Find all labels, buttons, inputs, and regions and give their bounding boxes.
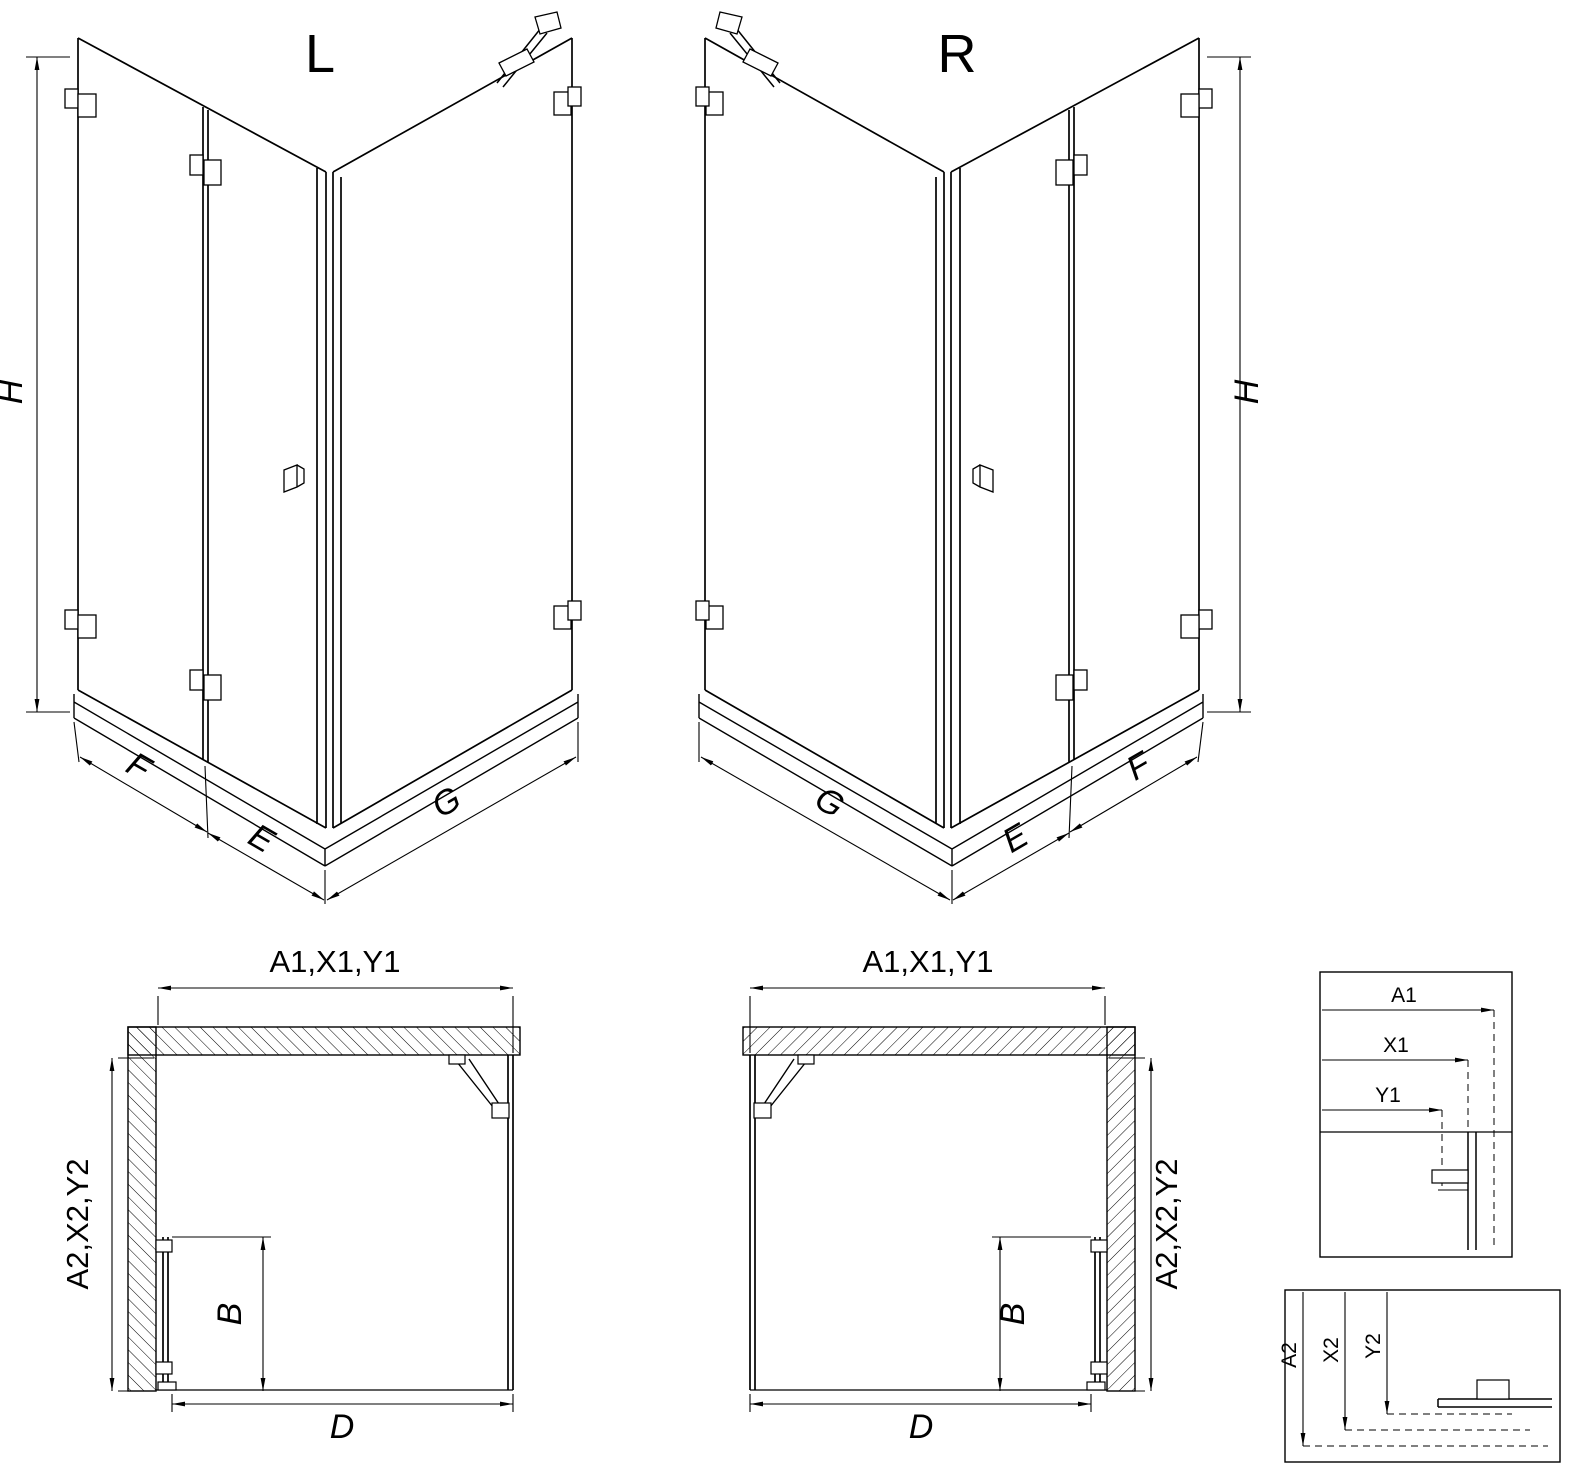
version-label-right: R xyxy=(938,24,977,84)
plan-view-left-geometry xyxy=(109,985,521,1412)
plan-brace-glass-clamp xyxy=(491,1102,510,1119)
dim-label-h-left: H xyxy=(0,379,30,404)
inset-bottom-glass-profile xyxy=(1437,1398,1552,1408)
dim-label-y1-inset: Y1 xyxy=(1375,1084,1401,1107)
dim-label-x2-inset: X2 xyxy=(1320,1337,1343,1363)
support-brace-glass-clamp xyxy=(498,48,535,77)
iso-view-left-geometry xyxy=(26,11,582,904)
support-brace-wall-mount xyxy=(534,11,562,35)
plan-view-right-geometry xyxy=(743,988,1151,1412)
dim-label-a1x1y1-right: A1,X1,Y1 xyxy=(863,944,994,979)
inset-bottom-labels: A2 X2 Y2 xyxy=(1278,1333,1385,1368)
dim-label-b-right: B xyxy=(994,1303,1032,1326)
door-handle xyxy=(283,464,305,493)
inset-bottom-bracket xyxy=(1476,1379,1510,1400)
glass-panel-outline xyxy=(77,37,573,829)
dim-label-a1x1y1-left: A1,X1,Y1 xyxy=(270,944,401,979)
inset-top-bracket xyxy=(1431,1169,1469,1184)
iso-view-right-labels: R H G E F xyxy=(809,24,1266,861)
plan-glass-lines xyxy=(162,1055,514,1390)
dim-label-e-right: E xyxy=(996,816,1035,860)
dim-label-f-right: F xyxy=(1120,744,1159,788)
version-label-left: L xyxy=(305,24,335,84)
dim-label-a2-inset: A2 xyxy=(1278,1342,1301,1368)
inset-top-detail: A1 X1 Y1 xyxy=(1319,971,1513,1258)
dim-label-f-left: F xyxy=(120,745,159,789)
plan-dim-extensions xyxy=(118,996,514,1412)
dim-label-e-left: E xyxy=(242,816,281,860)
inset-bottom-dashed-refs xyxy=(1303,1413,1548,1447)
dim-label-d-right: D xyxy=(909,1408,934,1446)
inset-bottom-dim-lines xyxy=(1300,1292,1390,1446)
plan-view-left-labels: A1,X1,Y1 A2,X2,Y2 B D xyxy=(60,944,400,1446)
plan-door-hardware xyxy=(155,1239,177,1391)
dim-label-b-left: B xyxy=(211,1303,249,1326)
dim-label-a2x2y2-left: A2,X2,Y2 xyxy=(60,1159,95,1290)
inset-top-border xyxy=(1319,971,1513,1258)
dim-label-a1-inset: A1 xyxy=(1391,984,1417,1007)
dim-label-a2x2y2-right: A2,X2,Y2 xyxy=(1149,1159,1184,1290)
inset-top-glass-profile xyxy=(1467,1132,1477,1250)
plan-view-right-labels: A1,X1,Y1 A2,X2,Y2 B D xyxy=(863,944,1184,1446)
dim-label-y2-inset: Y2 xyxy=(1362,1333,1385,1359)
inset-top-dim-lines xyxy=(1322,1007,1494,1113)
wall-hatched xyxy=(127,1026,521,1392)
dimension-lines xyxy=(34,57,577,901)
dim-label-h-right: H xyxy=(1228,379,1266,404)
inset-bottom-border xyxy=(1284,1289,1561,1463)
dim-label-d-left: D xyxy=(330,1408,355,1446)
inset-bottom-detail: A2 X2 Y2 xyxy=(1278,1289,1561,1463)
iso-view-left-labels: L H F E G xyxy=(0,24,467,861)
hinge-hardware xyxy=(64,86,582,701)
iso-view-right-geometry xyxy=(696,12,1251,904)
dim-label-x1-inset: X1 xyxy=(1383,1034,1409,1057)
inset-top-labels: A1 X1 Y1 xyxy=(1375,984,1417,1107)
plan-brace-wall-mount xyxy=(448,1054,466,1065)
plan-dim-lines xyxy=(109,985,513,1407)
plan-support-brace xyxy=(456,1058,502,1113)
